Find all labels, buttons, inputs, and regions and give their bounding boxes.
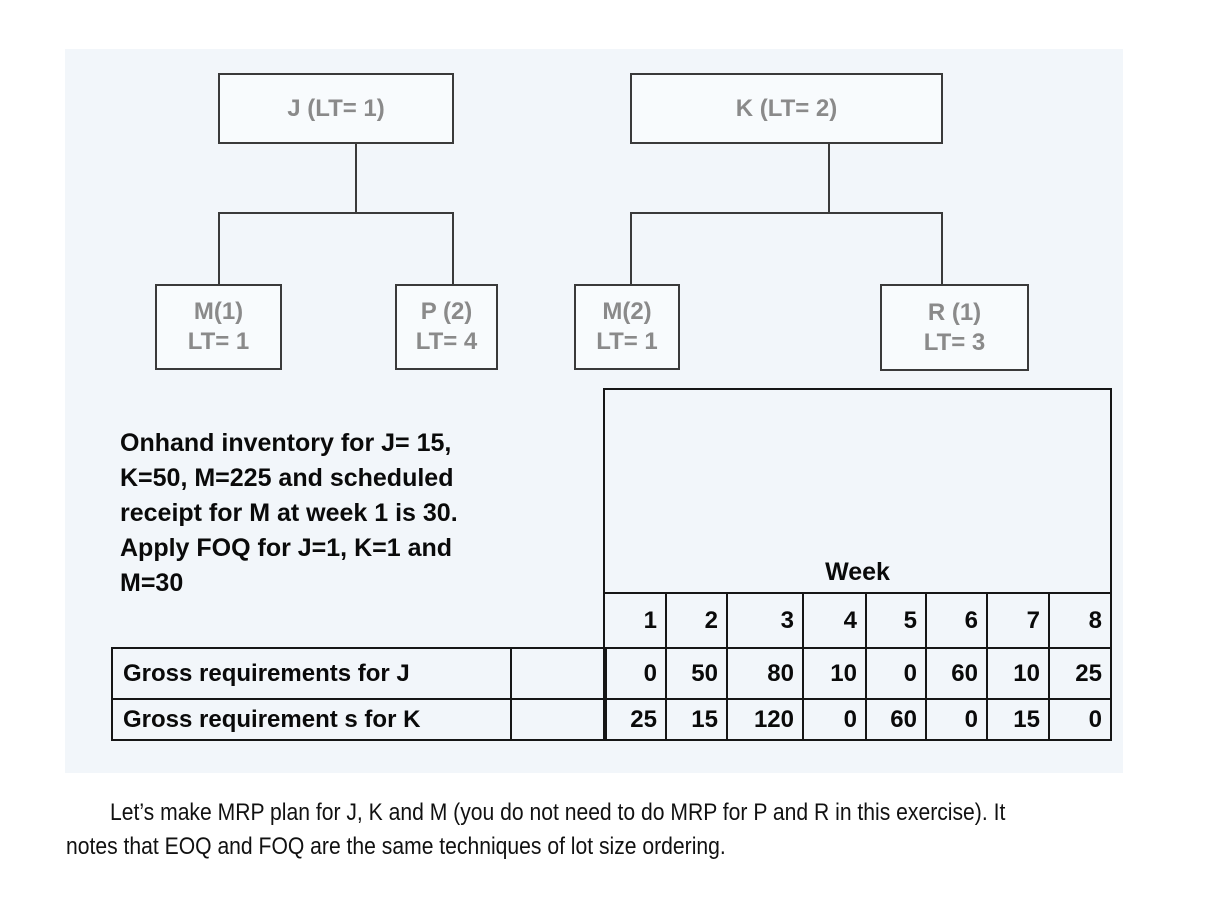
row-gap-cell [510, 698, 607, 741]
grid-cell: 0 [925, 698, 988, 741]
grid-cell: 0 [1048, 698, 1112, 741]
note-line: receipt for M at week 1 is 30. [120, 499, 458, 527]
inventory-note: Onhand inventory for J= 15, K=50, M=225 … [120, 426, 458, 601]
grid-cell: 10 [802, 647, 867, 700]
node-j: J (LT= 1) [218, 73, 454, 144]
grid-cell: 10 [986, 647, 1050, 700]
node-r-label: R (1) [927, 298, 982, 326]
connector-line [218, 212, 220, 284]
grid-cell: 15 [986, 698, 1050, 741]
node-r: R (1) LT= 3 [880, 284, 1029, 371]
footer-line: notes that EOQ and FOQ are the same tech… [66, 833, 726, 860]
node-m2: M(2) LT= 1 [574, 284, 680, 370]
connector-line [941, 212, 943, 284]
grid-cell: 0 [603, 647, 667, 700]
week-number-cell: 5 [865, 592, 927, 649]
row-label-cell: Gross requirements for J [111, 647, 512, 700]
footer-line: Let’s make MRP plan for J, K and M (you … [110, 799, 1006, 826]
node-m1: M(1) LT= 1 [155, 284, 282, 370]
note-line: K=50, M=225 and scheduled [120, 464, 454, 492]
week-number-cell: 2 [665, 592, 728, 649]
node-p: P (2) LT= 4 [395, 284, 498, 370]
node-m2-label: M(2) [602, 298, 652, 325]
connector-line [828, 144, 830, 213]
node-k: K (LT= 2) [630, 73, 943, 144]
week-number-cell: 4 [802, 592, 867, 649]
node-p-leadtime: LT= 4 [415, 328, 478, 355]
node-k-label: K (LT= 2) [735, 94, 838, 122]
node-m1-label: M(1) [193, 298, 244, 325]
node-m1-leadtime: LT= 1 [187, 328, 250, 355]
grid-cell: 60 [925, 647, 988, 700]
week-number-cell: 7 [986, 592, 1050, 649]
node-m2-leadtime: LT= 1 [596, 328, 658, 355]
connector-line [630, 212, 632, 284]
node-r-leadtime: LT= 3 [923, 328, 986, 356]
connector-line [355, 144, 357, 213]
connector-line [630, 212, 943, 214]
row-gap-cell [510, 647, 607, 700]
connector-line [218, 212, 454, 214]
week-number-cell: 8 [1048, 592, 1112, 649]
note-line: Apply FOQ for J=1, K=1 and [120, 534, 453, 562]
week-number-cell: 3 [726, 592, 804, 649]
node-p-label: P (2) [420, 298, 473, 325]
connector-line [452, 212, 454, 284]
week-number-cell: 6 [925, 592, 988, 649]
grid-cell: 50 [665, 647, 728, 700]
week-header-box: Week [603, 388, 1112, 594]
week-title: Week [825, 558, 890, 586]
note-line: Onhand inventory for J= 15, [120, 429, 452, 457]
grid-cell: 25 [1048, 647, 1112, 700]
grid-cell: 120 [726, 698, 804, 741]
figure-panel: J (LT= 1) M(1) LT= 1 P (2) LT= 4 K (LT= … [65, 49, 1123, 773]
grid-cell: 15 [665, 698, 728, 741]
grid-cell: 80 [726, 647, 804, 700]
grid-cell: 0 [865, 647, 927, 700]
note-line: M=30 [120, 569, 184, 597]
grid-cell: 25 [603, 698, 667, 741]
row-label-cell: Gross requirement s for K [111, 698, 512, 741]
grid-cell: 60 [865, 698, 927, 741]
node-j-label: J (LT= 1) [287, 94, 385, 122]
week-number-cell: 1 [603, 592, 667, 649]
grid-cell: 0 [802, 698, 867, 741]
